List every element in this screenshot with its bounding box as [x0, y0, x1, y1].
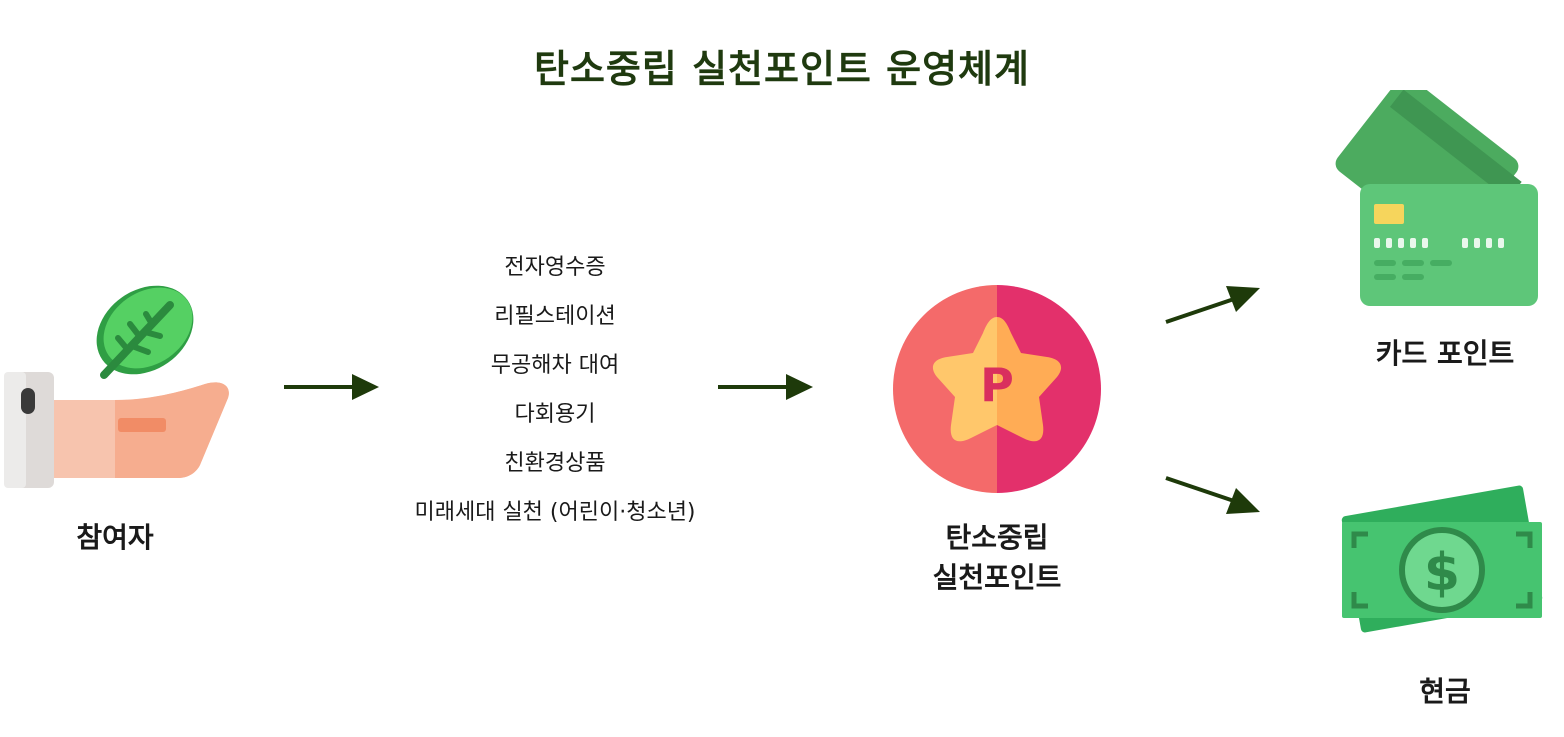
method-item: 친환경상품	[504, 451, 606, 476]
cash-icon: $	[1336, 480, 1550, 660]
reward-cash-label: 현금	[1419, 675, 1471, 708]
point-label: 탄소중립 실천포인트	[880, 518, 1114, 598]
credit-card-icon	[1318, 90, 1542, 310]
page-title: 탄소중립 실천포인트 운영체계	[534, 47, 1030, 91]
arrow-right-icon	[716, 370, 816, 404]
method-item: 미래세대 실천 (어린이·청소년)	[414, 500, 696, 525]
reward-card-label: 카드 포인트	[1375, 337, 1515, 370]
arrow-up-right-icon	[1160, 280, 1264, 328]
point-label-line2: 실천포인트	[932, 561, 1062, 594]
star-point-badge-icon: P	[891, 283, 1103, 495]
methods-list: 전자영수증 리필스테이션 무공해차 대여 다회용기 친환경상품 미래세대 실천 …	[370, 243, 740, 537]
hand-holding-leaf-icon	[0, 280, 240, 495]
method-item: 리필스테이션	[494, 304, 616, 329]
arrow-down-right-icon	[1160, 470, 1264, 522]
badge-letter: P	[980, 358, 1014, 412]
svg-text:$: $	[1424, 543, 1460, 603]
participant-label: 참여자	[76, 521, 154, 554]
method-item: 전자영수증	[504, 255, 606, 280]
point-label-line1: 탄소중립	[945, 521, 1049, 554]
arrow-right-icon	[282, 370, 382, 404]
method-item: 다회용기	[514, 402, 596, 427]
method-item: 무공해차 대여	[490, 353, 620, 378]
